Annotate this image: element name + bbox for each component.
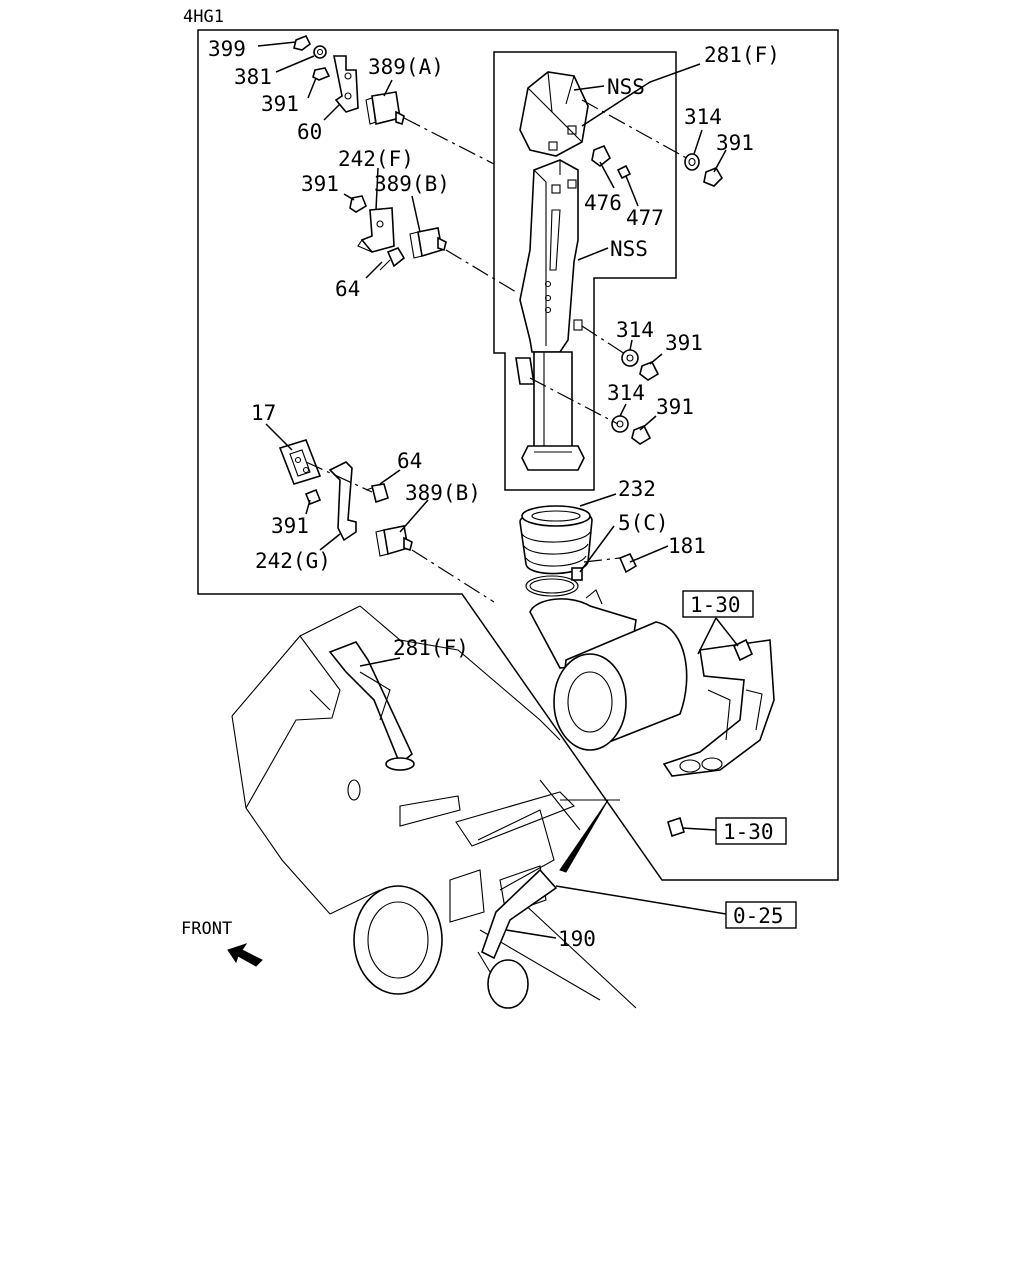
centerlines: [305, 99, 691, 603]
callout-64-lower: 64: [397, 449, 422, 473]
ref-label-0-25: 0-25: [733, 904, 784, 928]
callout-381: 381: [234, 65, 272, 89]
callout-nss-duct: NSS: [610, 237, 648, 261]
callout-242g: 242(G): [255, 549, 331, 573]
callout-5c: 5(C): [618, 511, 669, 535]
intake-cap: [519, 71, 589, 157]
bracket-242g-group: [278, 439, 413, 557]
bracket-242f-group: [349, 195, 447, 271]
pointer-wedge: [559, 799, 609, 873]
callout-labels: 399 381 391 60 389(A) 281(F) NSS 314 391…: [208, 37, 780, 951]
callout-391-top-right: 391: [716, 131, 754, 155]
callout-242f: 242(F): [338, 147, 414, 171]
ref-label-1-30-lower: 1-30: [723, 820, 774, 844]
callout-477: 477: [626, 206, 664, 230]
callout-476: 476: [584, 191, 622, 215]
vehicle-view: [231, 605, 637, 1009]
callout-64-upper: 64: [335, 277, 360, 301]
callout-391-low: 391: [656, 395, 694, 419]
front-arrow-icon: [227, 943, 263, 967]
ref-box-0-25[interactable]: 0-25: [725, 901, 797, 929]
pipe-assembly-box: [493, 51, 677, 491]
callout-314-top: 314: [684, 105, 722, 129]
right-fasteners: [591, 144, 724, 445]
callout-281f-lower: 281(F): [393, 636, 469, 660]
ref-box-1-30-upper[interactable]: 1-30: [682, 590, 754, 618]
callout-314-low: 314: [607, 381, 645, 405]
callout-391-mid-left: 391: [301, 172, 339, 196]
callout-281f-top: 281(F): [704, 43, 780, 67]
callout-232: 232: [618, 477, 656, 501]
ref-box-1-30-lower[interactable]: 1-30: [715, 817, 787, 845]
intake-duct: [515, 159, 585, 471]
leader-lines: [257, 41, 739, 939]
callout-391-upper: 391: [261, 92, 299, 116]
rubber-hose: [519, 505, 593, 575]
callout-391-lower-left: 391: [271, 514, 309, 538]
upper-bracket-group: [293, 34, 405, 126]
callout-nss-cap: NSS: [607, 75, 645, 99]
callout-399: 399: [208, 37, 246, 61]
callout-314-mid: 314: [616, 318, 654, 342]
air-cleaner: [529, 589, 775, 838]
hose-clamp: [525, 552, 638, 597]
callout-181: 181: [668, 534, 706, 558]
exploded-view-frame: [197, 29, 839, 881]
engine-code-label: 4HG1: [183, 7, 224, 27]
callout-391-mid: 391: [665, 331, 703, 355]
callout-190: 190: [558, 927, 596, 951]
front-label: FRONT: [181, 919, 232, 939]
callout-389b-lower: 389(B): [405, 481, 481, 505]
callout-389b-upper: 389(B): [374, 172, 450, 196]
callout-60: 60: [297, 120, 322, 144]
callout-389a: 389(A): [368, 55, 444, 79]
callout-17: 17: [251, 401, 276, 425]
ref-label-1-30-upper: 1-30: [690, 593, 741, 617]
